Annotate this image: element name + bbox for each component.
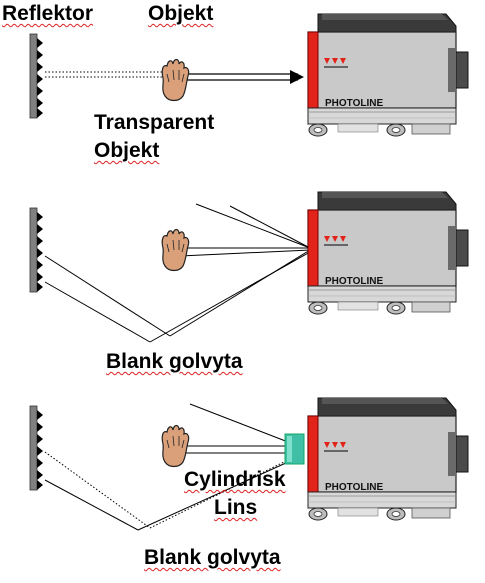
beam-line: [195, 203, 311, 249]
beam-floor: [44, 281, 151, 343]
beam-floor: [44, 479, 139, 531]
sensor-brand-label: PHOTOLINE: [325, 276, 383, 287]
label-cylindrisk: Cylindrisk: [184, 468, 286, 492]
beam-dotted: [44, 451, 151, 529]
hand-icon: [161, 424, 190, 468]
label-transparent: Transparent: [94, 111, 215, 134]
reflector-icon: [29, 207, 44, 293]
beam-line: [229, 205, 311, 249]
panel-blank-floor: PHOTOLINE: [29, 191, 469, 343]
label-reflektor: Reflektor: [2, 2, 93, 26]
beam-floor: [137, 461, 289, 531]
label-blank-golvyta-2-text: Blank golvyta: [144, 546, 281, 569]
label-objekt: Objekt: [148, 2, 213, 26]
label-cylindrisk-text: Cylindrisk: [184, 468, 286, 491]
sensor-unit-icon: [307, 13, 469, 137]
beam-line: [179, 249, 311, 257]
sensor-unit-icon: [307, 191, 469, 315]
beam-line: [189, 403, 289, 443]
beam-floor: [149, 251, 311, 343]
label-transparent-objekt-text: Objekt: [94, 139, 160, 162]
reflector-icon: [29, 33, 44, 119]
label-blank-golvyta-1-text: Blank golvyta: [106, 350, 243, 373]
label-lins-text: Lins: [214, 496, 258, 519]
hand-icon: [161, 228, 190, 272]
panel-cylindrical-lens: PHOTOLINE: [29, 397, 469, 531]
beam-dotted: [149, 459, 289, 529]
sensor-brand-label: PHOTOLINE: [325, 482, 383, 493]
sensor-brand-label: PHOTOLINE: [325, 98, 383, 109]
label-lins: Lins: [214, 496, 257, 520]
label-blank-golvyta-2: Blank golvyta: [144, 546, 281, 570]
lens-highlight: [287, 436, 292, 462]
label-blank-golvyta-1: Blank golvyta: [106, 350, 243, 374]
beam-floor: [169, 249, 311, 337]
label-reflektor-text: Reflektor: [2, 2, 94, 25]
beam-floor: [44, 255, 171, 337]
arrow-head-icon: [290, 70, 304, 84]
hand-icon: [161, 58, 190, 102]
sensor-unit-icon: [307, 397, 469, 521]
label-objekt-text: Objekt: [148, 2, 214, 25]
panel-transparent-object: PHOTOLINE: [29, 13, 469, 137]
reflector-icon: [29, 405, 44, 491]
label-transparent-objekt: Objekt: [94, 139, 159, 163]
